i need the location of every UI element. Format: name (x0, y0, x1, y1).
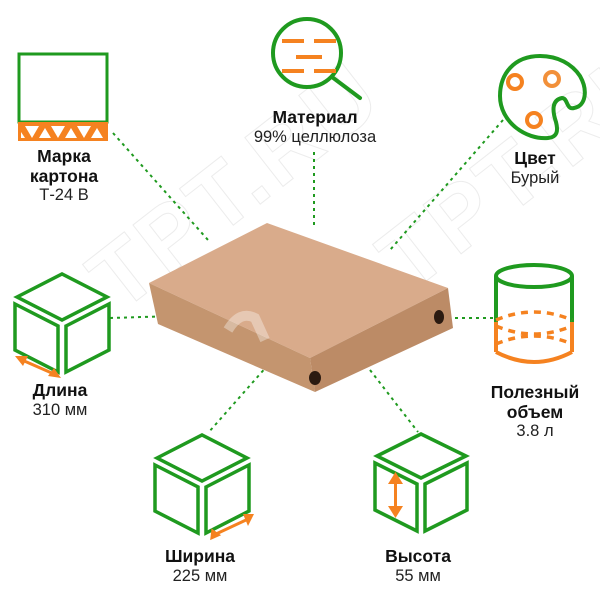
magnifier-icon (271, 17, 362, 100)
feature-color-value: Бурый (510, 168, 560, 187)
cardboard-box-image (149, 223, 453, 392)
feature-volume-title: Полезный (490, 382, 580, 402)
feature-length: Длина 310 мм (5, 380, 115, 419)
feature-width-title: Ширина (164, 546, 236, 566)
cube-height-icon (373, 432, 470, 534)
feature-grade-title-2: картона (29, 165, 99, 186)
feature-length-title: Длина (32, 380, 88, 400)
feature-material-title: Материал (272, 107, 358, 127)
feature-material: Материал 99% целлюлоза (225, 107, 405, 146)
feature-height-value: 55 мм (395, 566, 441, 585)
feature-grade-title: Марка (37, 146, 91, 166)
feature-volume-title-2: объем (506, 401, 564, 422)
palette-icon (497, 53, 587, 141)
feature-volume-value: 3.8 л (516, 422, 554, 441)
feature-length-value: 310 мм (32, 400, 88, 419)
feature-width: Ширина 225 мм (145, 546, 255, 585)
corrugated-board-icon (17, 52, 109, 141)
cube-width-icon (153, 433, 254, 541)
cube-length-icon (13, 272, 111, 378)
feature-height-title: Высота (385, 546, 451, 566)
feature-color-title: Цвет (514, 148, 556, 168)
feature-grade-value: Т-24 В (39, 186, 89, 205)
cylinder-volume-icon (494, 263, 574, 364)
feature-width-value: 225 мм (172, 566, 228, 585)
feature-height: Высота 55 мм (368, 546, 468, 585)
feature-grade: Марка картона Т-24 В (5, 146, 123, 205)
feature-color: Цвет Бурый (490, 148, 580, 187)
feature-volume: Полезный объем 3.8 л (474, 382, 596, 441)
feature-material-value: 99% целлюлоза (253, 127, 377, 146)
